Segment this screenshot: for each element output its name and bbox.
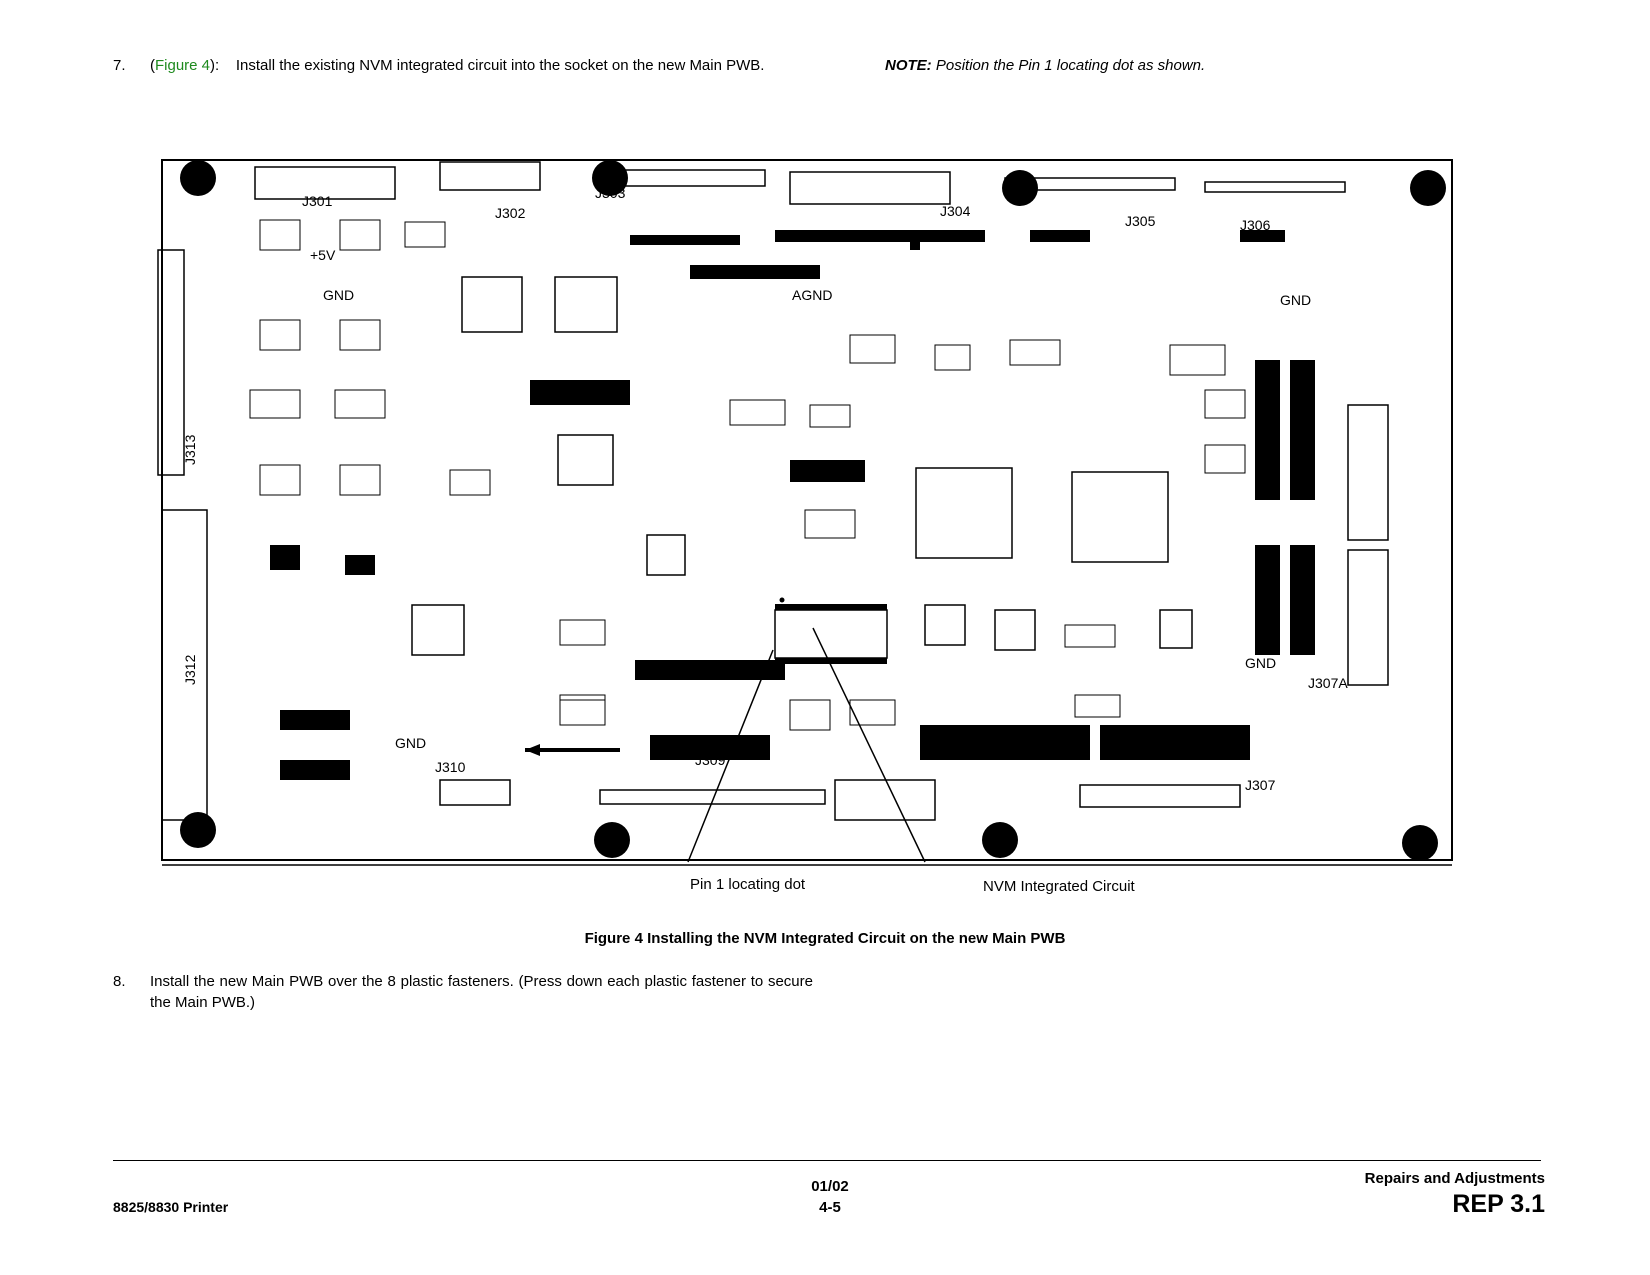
top-connectors [254, 161, 1346, 205]
label-j307a: J307A [1308, 675, 1348, 691]
label-j310: J310 [435, 759, 466, 775]
callout-pin-1-locating-dot: Pin 1 locating dot [690, 876, 806, 893]
label-gnd: GND [323, 287, 354, 303]
step-number: 7. [113, 57, 126, 74]
step-8-body: Install the new Main PWB over the 8 plas… [150, 973, 813, 1011]
step-7-body: Install the existing NVM integrated circ… [235, 57, 765, 74]
label-j305: J305 [1125, 213, 1156, 229]
label-j312: J312 [182, 654, 198, 685]
footer-rep-number: REP 3.1 [1452, 1190, 1545, 1218]
figure-caption: Figure 4 Installing the NVM Integrated C… [584, 930, 1066, 947]
label-j309: J309 [695, 752, 726, 768]
label-agnd: AGND [792, 287, 832, 303]
callout-nvm-integrated-circuit: NVM Integrated Circuit [983, 878, 1135, 895]
label-j303: J303 [595, 185, 626, 201]
step-8: 8. Install the new Main PWB over the 8 p… [113, 971, 813, 1015]
step-number: 8. [113, 973, 126, 990]
bottom-connectors [439, 779, 1241, 821]
footer-divider [113, 1160, 1541, 1161]
large-ics [411, 276, 1193, 656]
small-components [249, 219, 1246, 731]
paren-close: ): [210, 57, 220, 74]
pwb-drawing: J301 J302 J303 J304 J305 J306 J307A J307… [157, 159, 1453, 866]
footer-date: 01/02 [811, 1178, 849, 1195]
board-labels: J301 J302 J303 J304 J305 J306 J307A J307… [182, 185, 1348, 793]
label-gnd-right: GND [1280, 292, 1311, 308]
label-j301: J301 [302, 193, 333, 209]
pin-1-dot [779, 597, 785, 603]
left-connectors [157, 249, 208, 821]
label-plus5v: +5V [310, 247, 336, 263]
right-connectors [1347, 404, 1389, 686]
step-text: (Figure 4): Install the existing NVM int… [150, 55, 813, 76]
footer-page-number: 4-5 [819, 1199, 841, 1216]
leader-lines [687, 627, 926, 863]
part-rows [280, 230, 1315, 780]
label-j306: J306 [1240, 217, 1271, 233]
footer-section: Repairs and Adjustments [1364, 1170, 1545, 1187]
label-j304: J304 [940, 203, 971, 219]
nvm-socket [774, 597, 888, 664]
label-j307: J307 [1245, 777, 1276, 793]
label-j302: J302 [495, 205, 526, 221]
label-j313: J313 [182, 434, 198, 465]
main-pwb-figure: J301 J302 J303 J304 J305 J306 J307A J307… [150, 150, 1470, 895]
label-gnd-lower-right: GND [1245, 655, 1276, 671]
paren-open: ( [150, 57, 155, 74]
figure-4-link[interactable]: Figure 4 [155, 57, 211, 74]
label-gnd-bottom: GND [395, 735, 426, 751]
note: NOTE: Position the Pin 1 locating dot as… [885, 55, 1205, 76]
note-text: Position the Pin 1 locating dot as shown… [935, 57, 1206, 74]
mounting-holes [180, 160, 1446, 861]
footer-product: 8825/8830 Printer [113, 1199, 229, 1215]
step-7: 7. (Figure 4): Install the existing NVM … [113, 55, 813, 99]
note-label: NOTE: [885, 57, 932, 74]
